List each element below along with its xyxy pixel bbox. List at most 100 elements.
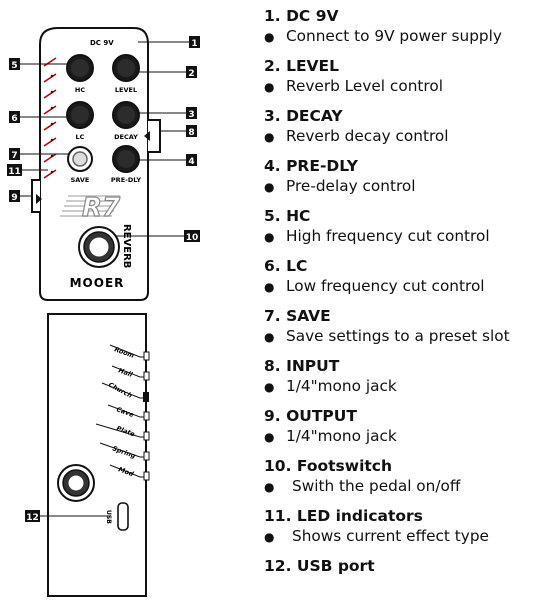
spec-title: 3. DECAY [264, 107, 343, 125]
spec-bullet-text: Reverb Level control [286, 77, 443, 95]
lc-knob[interactable] [66, 101, 94, 129]
spec-bullet: ● Reverb Level control [264, 76, 530, 97]
callout-6: 6 [9, 111, 68, 124]
bullet-icon: ● [264, 280, 275, 294]
spec-title: 6. LC [264, 257, 308, 275]
svg-text:10: 10 [186, 233, 199, 243]
side-footswitch[interactable] [57, 464, 95, 502]
spec-bullet: ● 1/4"mono jack [264, 426, 530, 447]
model-name: REVERB [121, 224, 132, 268]
bullet-icon: ● [264, 180, 275, 194]
svg-text:4: 4 [188, 157, 194, 167]
input-arrow-icon [144, 131, 150, 141]
svg-text:8: 8 [188, 128, 194, 138]
usb-label: USB [105, 510, 112, 524]
svg-text:1: 1 [191, 39, 197, 49]
predly-knob[interactable] [112, 145, 140, 173]
spec-entry: 10. Footswitch ● Swith the pedal on/off [264, 456, 530, 506]
usb-port[interactable] [117, 502, 129, 531]
spec-title: 5. HC [264, 207, 311, 225]
spec-bullet-text: High frequency cut control [286, 227, 490, 245]
spec-bullet: ● Save settings to a preset slot [264, 326, 530, 347]
svg-text:5: 5 [11, 61, 17, 71]
predly-knob-label: PRE-DLY [111, 176, 141, 184]
save-button[interactable] [67, 146, 93, 172]
bullet-icon: ● [264, 330, 275, 344]
hc-knob[interactable] [66, 54, 94, 82]
spec-bullet-text: Pre-delay control [286, 177, 416, 195]
bullet-icon: ● [264, 380, 275, 394]
spec-bullet: ●High frequency cut control [264, 226, 530, 247]
spec-entry: 2. LEVEL●Reverb Level control [264, 56, 530, 106]
svg-text:9: 9 [11, 193, 17, 203]
spec-bullet-text: 1/4"mono jack [286, 427, 397, 445]
callout-9: 9 [9, 190, 32, 203]
spec-entry: 7. SAVE●Save settings to a preset slot [264, 306, 530, 356]
callout-12: 12 [25, 510, 110, 523]
callout-4: 4 [138, 154, 197, 167]
svg-text:11: 11 [8, 167, 21, 177]
lc-knob-label: LC [76, 133, 85, 141]
bullet-icon: ● [264, 80, 275, 94]
callout-11: 11 [7, 164, 48, 177]
decay-knob-label: DECAY [114, 133, 138, 141]
pedal-body [39, 27, 149, 301]
spec-entry: 11. LED indicators ● Shows current effect … [264, 506, 530, 556]
led-indicators [43, 57, 57, 179]
spec-entry: 4. PRE-DLY ● Pre-delay control [264, 156, 530, 206]
spec-bullet: ● Pre-delay control [264, 176, 530, 197]
spec-entry: 9. OUTPUT●1/4"mono jack [264, 406, 530, 456]
spec-entry: 5. HC●High frequency cut control [264, 206, 530, 256]
spec-entry: 3. DECAY ● Reverb decay control [264, 106, 530, 156]
spec-bullet: ●Low frequency cut control [264, 276, 530, 297]
bullet-icon: ● [264, 130, 275, 144]
spec-title: 4. PRE-DLY [264, 157, 358, 175]
spec-bullet-text: Swith the pedal on/off [292, 477, 461, 495]
spec-bullet-text: Connect to 9V power supply [286, 27, 502, 45]
spec-entry: 12. USB port [264, 556, 530, 606]
callout-1: 1 [138, 36, 200, 49]
dc-jack-label: DC 9V [90, 39, 114, 47]
spec-bullet: ● Shows current effect type [264, 526, 530, 547]
bullet-icon: ● [264, 480, 275, 494]
spec-title: 8. INPUT [264, 357, 340, 375]
callout-8: 8 [160, 125, 197, 138]
spec-title: 11. LED indicators [264, 507, 423, 525]
spec-bullet-text: Reverb decay control [286, 127, 449, 145]
spec-title: 1. DC 9V [264, 7, 339, 25]
callout-3: 3 [138, 107, 197, 120]
output-arrow-icon [36, 194, 42, 204]
spec-entry: 1. DC 9V ● Connect to 9V power supply [264, 6, 530, 56]
spec-bullet-text: Save settings to a preset slot [286, 327, 510, 345]
bullet-icon: ● [264, 430, 275, 444]
spec-title: 12. USB port [264, 557, 375, 575]
spec-title: 10. Footswitch [264, 457, 393, 475]
decay-knob[interactable] [112, 101, 140, 129]
callout-10: 10 [116, 230, 200, 243]
svg-text:2: 2 [188, 69, 194, 79]
bullet-icon: ● [264, 530, 275, 544]
brand-logo: MOOER [70, 276, 125, 290]
level-knob-label: LEVEL [115, 86, 137, 94]
svg-text:12: 12 [26, 513, 39, 523]
spec-entry: 8. INPUT●1/4"mono jack [264, 356, 530, 406]
hc-knob-label: HC [75, 86, 85, 94]
level-knob[interactable] [112, 54, 140, 82]
callout-5: 5 [9, 58, 68, 71]
svg-text:R7: R7 [82, 193, 121, 223]
callout-2: 2 [138, 66, 197, 79]
spec-entry: 6. LC●Low frequency cut control [264, 256, 530, 306]
input-jack[interactable] [148, 119, 161, 153]
spec-bullet: ●1/4"mono jack [264, 376, 530, 397]
svg-text:7: 7 [11, 151, 17, 161]
bullet-icon: ● [264, 30, 275, 44]
spec-bullet: ● Reverb decay control [264, 126, 530, 147]
spec-bullet: ● Connect to 9V power supply [264, 26, 530, 47]
footswitch[interactable] [78, 226, 120, 268]
callout-7: 7 [9, 148, 70, 161]
spec-bullet: ● Swith the pedal on/off [264, 476, 530, 497]
spec-bullet-text: Shows current effect type [292, 527, 489, 545]
r7-logo: R7 [60, 192, 122, 224]
svg-text:3: 3 [188, 110, 194, 120]
